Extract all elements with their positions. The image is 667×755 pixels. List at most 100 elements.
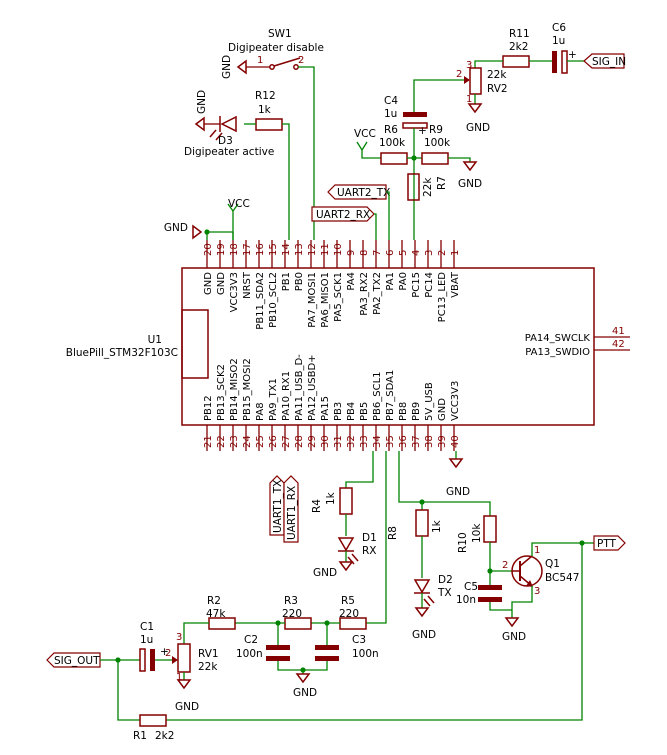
svg-text:2: 2 — [165, 648, 171, 659]
svg-text:+: + — [160, 646, 169, 658]
svg-text:C4: C4 — [384, 95, 398, 107]
pin-name: PC15 — [411, 272, 422, 298]
svg-text:1: 1 — [257, 55, 263, 66]
pin-name: PC14 — [424, 272, 435, 298]
capacitor-c4: C4 1u + — [384, 79, 434, 240]
pin-number: 27 — [281, 435, 292, 448]
pin-name: PA5_SCK1 — [333, 272, 344, 322]
pin-number: 13 — [294, 243, 305, 256]
divider-r6-r9-r7: R6 100k R9 100k VCC GND 22k R7 — [354, 124, 482, 201]
svg-text:VCC: VCC — [228, 198, 250, 210]
svg-text:47k: 47k — [206, 608, 226, 620]
pin-name: PB10_SCL2 — [268, 272, 279, 328]
svg-text:2: 2 — [502, 560, 508, 571]
tx-ptt-branch: 1k GND D2 TX R10 10k C5 10n — [398, 451, 512, 641]
pin-number: 28 — [294, 435, 305, 448]
pin-name: PB0 — [294, 272, 305, 291]
gnd-symbol: GND — [164, 222, 234, 240]
svg-text:VCC: VCC — [354, 128, 376, 140]
pin-name: PB8 — [398, 402, 409, 421]
pin-name: PB4 — [346, 402, 357, 421]
pin-name: PB5 — [359, 402, 370, 421]
pin-name: PA13_SWDIO — [525, 347, 590, 358]
mcu-ref: U1 — [148, 334, 162, 346]
svg-text:D1: D1 — [362, 532, 377, 544]
svg-text:1u: 1u — [384, 108, 397, 120]
svg-text:3: 3 — [534, 586, 540, 597]
svg-text:+: + — [418, 125, 427, 137]
svg-text:PTT: PTT — [597, 538, 617, 550]
svg-text:22k: 22k — [487, 69, 507, 81]
svg-text:3: 3 — [176, 632, 182, 643]
pin-number: 9 — [346, 250, 357, 256]
pin-number: 14 — [281, 243, 292, 256]
pin-name: VCC3V3 — [450, 381, 461, 421]
pin-name: PA2_TX2 — [372, 272, 383, 315]
pin-name: PA15 — [320, 396, 331, 421]
pin-number: 11 — [320, 243, 331, 256]
pin-number: 30 — [320, 435, 331, 448]
mcu-value: BluePill_STM32F103C — [66, 347, 178, 359]
pin-name: PA9_TX1 — [268, 378, 279, 421]
pin-number: 18 — [229, 243, 240, 256]
pin-name: PB3 — [333, 402, 344, 421]
pin-name: PA6_MISO1 — [320, 272, 331, 328]
mcu-u1: U1 BluePill_STM32F103C 20GND19GND18VCC3V… — [66, 240, 630, 451]
svg-text:UART2_RX: UART2_RX — [316, 209, 370, 221]
pin-name: PA12_USBD+ — [307, 354, 318, 421]
pin-number: 40 — [450, 435, 461, 448]
sw1-value: Digipeater disable — [228, 42, 324, 54]
pin-number: 33 — [359, 435, 370, 448]
svg-text:1: 1 — [466, 94, 472, 105]
pin-name: PA10_RX1 — [281, 371, 292, 421]
net-label-uart2-rx: UART2_RX — [311, 206, 377, 240]
led-d3: GND D3 Digipeater active — [184, 90, 274, 158]
pin-number: 22 — [216, 435, 227, 448]
net-label-sig-in: SIG_IN — [583, 53, 626, 69]
capacitor-c6: C6 1u + — [552, 22, 584, 74]
potentiometer-rv1: 3 2 1 RV1 22k GND — [165, 632, 219, 713]
svg-text:R4: R4 — [311, 499, 323, 513]
svg-text:SIG_IN: SIG_IN — [592, 56, 626, 68]
svg-text:UART1_RX: UART1_RX — [286, 486, 298, 540]
pin-number: 8 — [359, 250, 370, 256]
svg-text:100k: 100k — [379, 137, 406, 149]
pin-number: 1 — [450, 250, 461, 256]
pin-name: PB15_MOSI2 — [242, 358, 253, 421]
mcu-bottom-pins: 21PB1222PB13_SCK223PB14_MISO224PB15_MOSI… — [203, 354, 461, 451]
svg-text:1u: 1u — [140, 634, 153, 646]
pin-name: NRST — [242, 271, 253, 299]
svg-text:R12: R12 — [255, 90, 276, 102]
svg-text:GND: GND — [412, 629, 436, 641]
pin-number: 32 — [346, 435, 357, 448]
pin-number: 41 — [612, 326, 625, 337]
pin-number: 17 — [242, 243, 253, 256]
pin-number: 3 — [424, 250, 435, 256]
pin-number: 42 — [612, 339, 625, 350]
pin-number: 39 — [437, 435, 448, 448]
pin-number: 26 — [268, 435, 279, 448]
svg-text:C1: C1 — [140, 621, 154, 633]
potentiometer-rv2: 22k RV2 3 2 1 GND — [434, 60, 508, 134]
svg-text:1u: 1u — [552, 35, 565, 47]
pin-name: PA11_USB_D- — [294, 354, 305, 421]
svg-text:RV1: RV1 — [198, 648, 219, 660]
svg-text:C3: C3 — [352, 634, 366, 646]
pin-number: 29 — [307, 435, 318, 448]
pin-number: 15 — [268, 243, 279, 256]
svg-text:C6: C6 — [552, 22, 566, 34]
svg-text:2: 2 — [456, 69, 462, 80]
svg-text:GND: GND — [502, 631, 526, 643]
svg-text:R8: R8 — [387, 526, 399, 540]
svg-text:100n: 100n — [236, 648, 263, 660]
net-label-uart2-tx: UART2_TX — [327, 184, 390, 240]
pin-number: 34 — [372, 435, 383, 448]
resistor-r12: R12 1k — [244, 90, 290, 240]
pin-name: PB13_SCK2 — [216, 364, 227, 421]
mcu-top-pins: 20GND19GND18VCC3V317NRST16PB11_SDA215PB1… — [203, 240, 461, 330]
svg-text:1k: 1k — [258, 104, 272, 116]
svg-text:10k: 10k — [471, 523, 483, 543]
svg-text:GND: GND — [293, 687, 317, 699]
pin-name: PB1 — [281, 272, 292, 291]
svg-text:R2: R2 — [207, 595, 221, 607]
